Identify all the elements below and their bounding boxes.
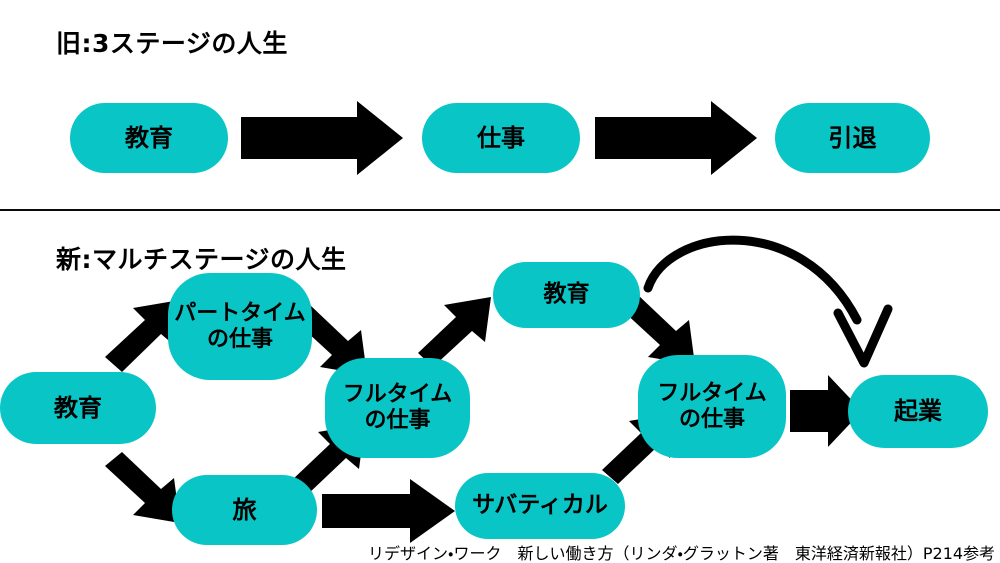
arrow-fulltime-to-education	[418, 297, 491, 367]
node-new-fulltime-1: フルタイム の仕事	[325, 358, 470, 458]
arrow-old-education-to-work	[241, 101, 403, 175]
arrow-fulltime2-to-startup	[790, 375, 862, 447]
node-label: パートタイム の仕事	[174, 300, 306, 352]
node-new-travel: 旅	[172, 475, 317, 545]
node-old-education: 教育	[70, 103, 228, 173]
node-label: サバティカル	[472, 492, 608, 519]
arrow-education-to-travel	[105, 452, 180, 523]
node-new-education: 教育	[0, 372, 156, 444]
source-caption: リデザイン・ワーク 新しい働き方（リンダ・グラットン著 東洋経済新報社）P214…	[368, 544, 996, 563]
old-section-title: 旧:3ステージの人生	[56, 29, 288, 58]
node-old-retirement: 引退	[775, 103, 930, 173]
node-label: 教育	[54, 393, 102, 422]
node-label: 旅	[232, 495, 257, 524]
node-label: 引退	[828, 123, 877, 152]
node-new-parttime: パートタイム の仕事	[168, 273, 312, 380]
node-label: 教育	[543, 281, 590, 308]
node-label: 教育	[125, 123, 173, 152]
node-new-fulltime-2: フルタイム の仕事	[638, 355, 786, 458]
node-new-education-2: 教育	[493, 262, 640, 328]
arrow-travel-to-sabbatical	[322, 479, 455, 543]
section-divider	[0, 209, 1000, 211]
arrow-education2-to-startup-curve	[643, 235, 862, 325]
node-label: 仕事	[477, 123, 525, 152]
node-label: フルタイム の仕事	[657, 380, 767, 432]
node-new-startup: 起業	[848, 375, 988, 448]
arrow-education2-to-fulltime2	[622, 295, 695, 365]
arrow-parttime-to-fulltime	[294, 305, 367, 375]
node-new-sabbatical: サバティカル	[455, 473, 625, 539]
node-label: フルタイム の仕事	[342, 382, 453, 433]
new-section-title: 新:マルチステージの人生	[56, 245, 347, 274]
arrow-old-work-to-retirement	[595, 101, 757, 175]
node-label: 起業	[894, 397, 942, 426]
arrow-education-to-parttime	[105, 300, 180, 372]
arrow-education2-to-startup-head	[833, 304, 893, 368]
node-old-work: 仕事	[422, 103, 580, 173]
